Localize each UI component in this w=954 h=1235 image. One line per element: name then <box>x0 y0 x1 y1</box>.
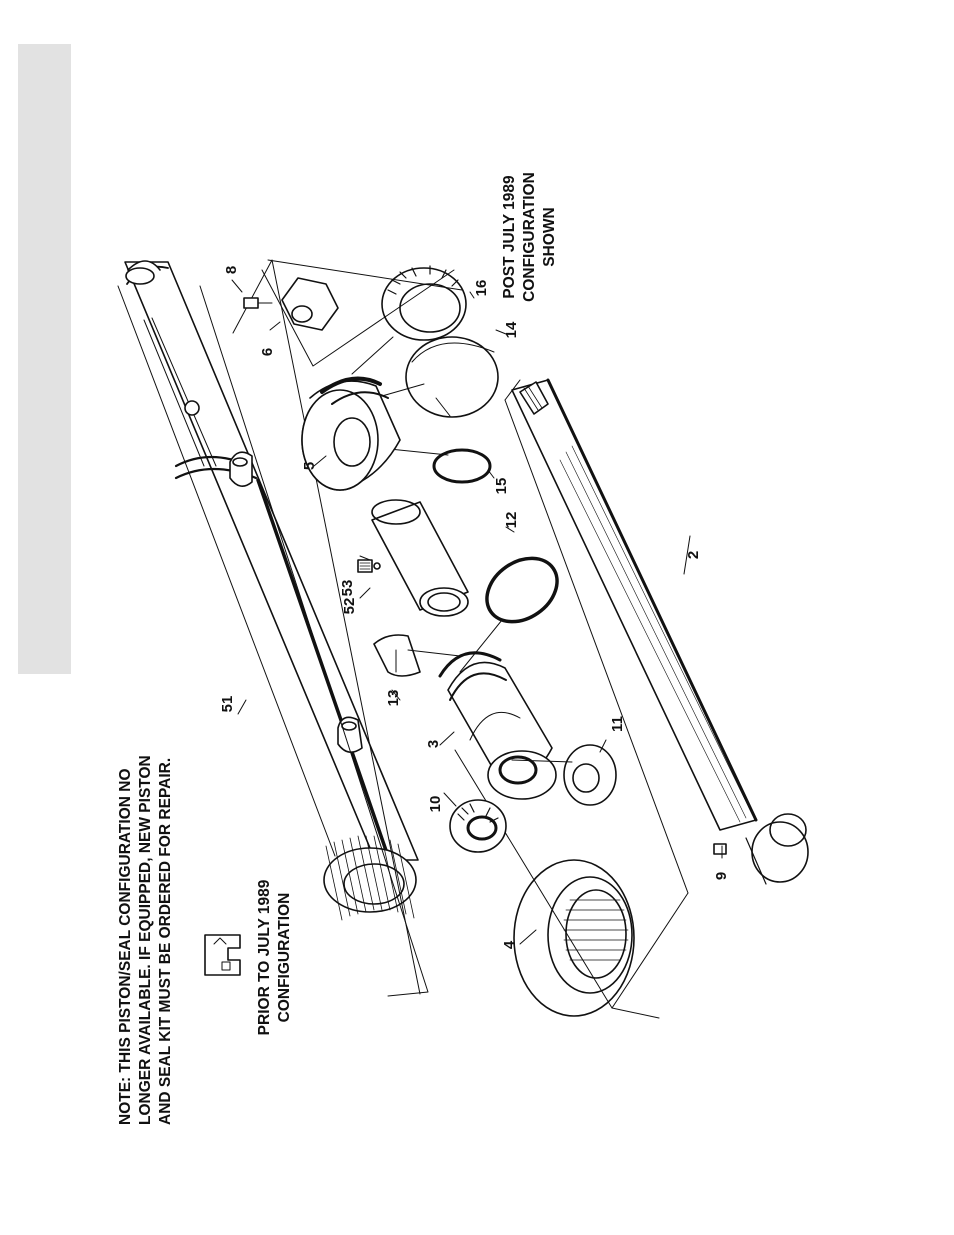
piston-part-3 <box>440 653 556 799</box>
post-config-line-3: SHOWN <box>540 162 560 312</box>
stop-tube-part-52 <box>372 500 468 616</box>
piston-rod-part-2 <box>512 380 808 884</box>
callout-2: 2 <box>686 543 702 567</box>
prior-config-line-1: PRIOR TO JULY 1989 <box>255 870 275 1045</box>
callout-10: 10 <box>428 792 444 816</box>
set-screw-part-53 <box>358 560 380 572</box>
grease-fitting-part-8 <box>244 298 272 308</box>
nut-part-6 <box>282 278 338 330</box>
callout-51: 51 <box>220 692 236 716</box>
callout-15: 15 <box>494 474 510 498</box>
callout-8: 8 <box>224 258 240 282</box>
callout-3: 3 <box>426 732 442 756</box>
note-text: NOTE: THIS PISTON/SEAL CONFIGURATION NO … <box>116 755 175 1125</box>
post-config-label: POST JULY 1989 CONFIGURATION SHOWN <box>500 162 559 312</box>
split-ring-part-14 <box>406 337 498 417</box>
grease-fitting-part-9 <box>714 844 726 854</box>
wear-ring-part-13 <box>374 635 460 676</box>
o-ring-part-12 <box>475 545 569 634</box>
note-line-1: NOTE: THIS PISTON/SEAL CONFIGURATION NO <box>116 755 136 1125</box>
callout-9: 9 <box>714 864 730 888</box>
callout-4: 4 <box>502 933 518 957</box>
spacer-part-11 <box>564 745 616 805</box>
prior-config-label: PRIOR TO JULY 1989 CONFIGURATION <box>255 870 295 1045</box>
wiper-part-16 <box>382 266 466 340</box>
callout-12: 12 <box>504 508 520 532</box>
note-line-3: AND SEAL KIT MUST BE ORDERED FOR REPAIR. <box>156 755 176 1125</box>
callout-5: 5 <box>302 454 318 478</box>
callout-14: 14 <box>504 318 520 342</box>
post-config-line-1: POST JULY 1989 <box>500 162 520 312</box>
head-gland-part-4 <box>514 860 634 1016</box>
callout-11: 11 <box>610 712 626 736</box>
callout-16: 16 <box>474 276 490 300</box>
post-config-line-2: CONFIGURATION <box>520 162 540 312</box>
callout-53: 53 <box>340 576 356 600</box>
callout-6: 6 <box>260 340 276 364</box>
callout-13: 13 <box>386 686 402 710</box>
bearing-part-10 <box>450 800 506 852</box>
prior-seal-profile-inset <box>205 935 240 975</box>
note-line-2: LONGER AVAILABLE. IF EQUIPPED, NEW PISTO… <box>136 755 156 1125</box>
prior-config-line-2: CONFIGURATION <box>275 870 295 1045</box>
